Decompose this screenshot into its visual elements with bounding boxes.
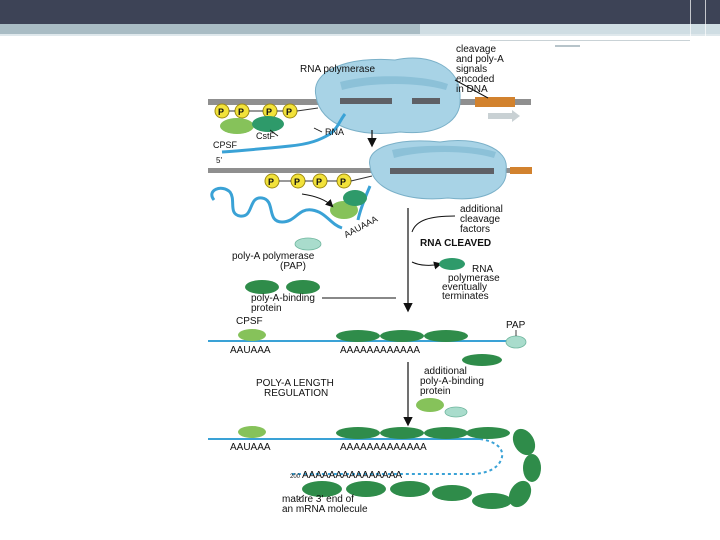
tail-length-prefix: 200 [290, 474, 301, 480]
additional-pabp-label: additional poly-A-binding protein [420, 366, 484, 397]
cstf-protein [343, 190, 367, 206]
cpsf-protein [238, 329, 266, 341]
rna-label: RNA [325, 127, 344, 137]
pap-label: PAP [506, 320, 526, 331]
phosphate-label: P [294, 177, 300, 187]
cleavage-signal-segment [475, 97, 515, 107]
additional-cleavage-factors-callout: additional cleavage factors [412, 204, 503, 235]
svg-text:an mRNA molecule: an mRNA molecule [282, 504, 368, 515]
cpsf-protein [238, 426, 266, 438]
poly-a-tail-long: AAAAAAAAAAAAA [340, 442, 427, 453]
cpsf-label: CPSF [213, 140, 238, 150]
phosphate-label: P [238, 107, 244, 117]
phosphate-tail-1: P P P P [215, 104, 318, 118]
phosphate-label: P [286, 107, 292, 117]
cstf-protein [252, 116, 284, 132]
pabp-protein [462, 354, 502, 366]
cstf-label: CstF [256, 131, 276, 141]
phosphate-label: P [316, 177, 322, 187]
pap-protein-released [445, 407, 467, 417]
released-cstf [439, 258, 465, 270]
five-prime-label: 5' [216, 156, 222, 165]
svg-text:REGULATION: REGULATION [264, 388, 328, 399]
pap-protein [295, 238, 321, 250]
pabp-protein [523, 454, 541, 482]
pabp-protein [245, 280, 279, 294]
callout-line [412, 216, 455, 232]
pabp-protein [432, 485, 472, 501]
pabp-protein [424, 330, 468, 342]
aauaaa-label: AAUAAA [230, 442, 271, 453]
pabp-protein [380, 427, 424, 439]
phosphate-label: P [340, 177, 346, 187]
cleavage-signals-label: cleavage and poly-A signals encoded in D… [456, 44, 504, 95]
phosphate-label: P [266, 107, 272, 117]
pabp-protein [504, 477, 535, 511]
panel-mature-end: AAUAAA AAAAAAAAAAAAA 200 AAAAAAAAAAAAAAA… [208, 425, 541, 515]
length-regulation-label: POLY-A LENGTH REGULATION [256, 378, 334, 399]
phosphate-label: P [218, 107, 224, 117]
rna-pointer [314, 128, 322, 132]
cpsf-label: CPSF [236, 316, 263, 327]
svg-text:(PAP): (PAP) [280, 261, 306, 272]
pap-label: poly-A polymerase (PAP) [232, 251, 315, 272]
svg-text:factors: factors [460, 224, 490, 235]
mature-end-label: mature 3' end of an mRNA molecule [282, 494, 368, 515]
cpsf-protein-released [416, 398, 444, 412]
pabp-protein [336, 330, 380, 342]
panel-polyadenylation: CPSF PAP AAUAAA AAAAAAAAAAAA [208, 316, 526, 356]
svg-text:protein: protein [251, 303, 282, 314]
svg-text:protein: protein [420, 386, 451, 397]
cpsf-arrow [302, 194, 332, 206]
aauaaa-label: AAUAAA [230, 345, 271, 356]
pabp-protein [390, 481, 430, 497]
pabp-label: poly-A-binding protein [251, 293, 315, 314]
phosphate-tail-2: P P P P [265, 174, 372, 188]
phosphate-label: P [268, 177, 274, 187]
pabp-protein [472, 493, 512, 509]
svg-text:terminates: terminates [442, 291, 489, 302]
cleavage-signal-segment [510, 167, 532, 174]
pabp-protein [336, 427, 380, 439]
released-protein-arrow [412, 262, 440, 265]
cpsf-protein [220, 118, 254, 134]
pabp-protein [466, 427, 510, 439]
pabp-protein [508, 425, 539, 459]
rna-polymerase-label: RNA polymerase [300, 64, 375, 75]
rna-polymerase [370, 140, 507, 198]
poly-a-tail-200: AAAAAAAAAAAAAAA [302, 470, 402, 481]
pabp-protein [380, 330, 424, 342]
rna-transcript-2 [212, 188, 342, 228]
poly-a-tail-short: AAAAAAAAAAAA [340, 345, 420, 356]
direction-arrow [488, 110, 520, 122]
pabp-protein [286, 280, 320, 294]
pabp-protein [424, 427, 468, 439]
rna-cleaved-label: RNA CLEAVED [420, 238, 491, 249]
pap-protein [506, 336, 526, 348]
